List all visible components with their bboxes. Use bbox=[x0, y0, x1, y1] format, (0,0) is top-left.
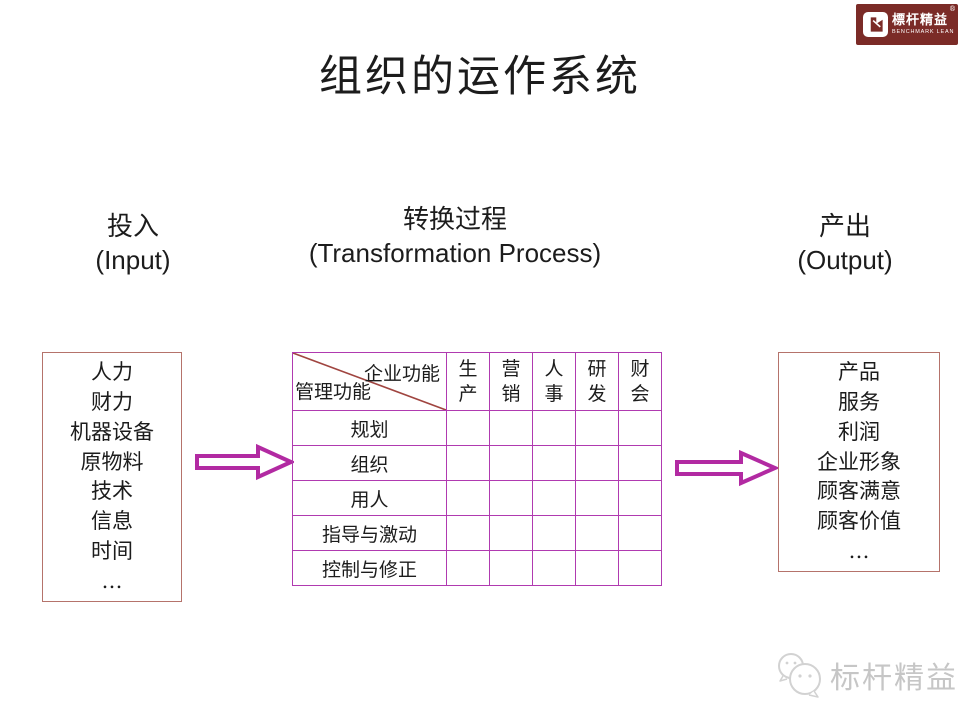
section-header-process: 转换过程 (Transformation Process) bbox=[270, 203, 640, 270]
input-item: 技术 bbox=[91, 479, 133, 504]
output-header-en: (Output) bbox=[797, 245, 893, 275]
section-header-input: 投入 (Input) bbox=[48, 210, 218, 277]
matrix-col-header: 营销 bbox=[489, 352, 533, 411]
matrix-row: 指导与激动 bbox=[292, 515, 662, 551]
matrix-cell bbox=[446, 515, 490, 551]
matrix-cell bbox=[532, 550, 576, 586]
output-item: 利润 bbox=[838, 419, 880, 444]
matrix-row-header: 指导与激动 bbox=[292, 515, 447, 551]
matrix-cell bbox=[618, 515, 662, 551]
logo-chinese-name: 標杆精益 bbox=[892, 12, 949, 28]
corner-label-enterprise-function: 企业功能 bbox=[363, 363, 440, 385]
section-header-output: 产出 (Output) bbox=[760, 210, 930, 277]
input-item: 时间 bbox=[91, 539, 133, 564]
input-header-cn: 投入 bbox=[106, 212, 159, 242]
input-item: 人力 bbox=[91, 359, 133, 384]
matrix-row: 控制与修正 bbox=[292, 550, 662, 586]
logo-text-block: 標杆精益 BENCHMARK LEAN bbox=[892, 14, 954, 36]
matrix-corner-cell: 企业功能 管理功能 bbox=[292, 352, 447, 411]
matrix-row-header: 规划 bbox=[292, 410, 447, 446]
watermark-text: 标杆精益 bbox=[830, 661, 958, 696]
output-item: 产品 bbox=[838, 359, 880, 384]
output-item: 顾客价值 bbox=[817, 509, 901, 534]
matrix-cell bbox=[618, 480, 662, 516]
matrix-cell bbox=[532, 480, 576, 516]
matrix-cell bbox=[618, 445, 662, 481]
matrix-col-header: 生产 bbox=[446, 352, 490, 411]
matrix-cell bbox=[532, 515, 576, 551]
matrix-cell bbox=[575, 445, 619, 481]
input-item: 机器设备 bbox=[70, 419, 154, 444]
input-item: 原物料 bbox=[80, 449, 144, 474]
matrix-row: 组织 bbox=[292, 445, 662, 481]
output-items-box: 产品 服务 利润 企业形象 顾客满意 顾客价值 … bbox=[778, 352, 940, 572]
matrix-cell bbox=[532, 445, 576, 481]
output-header-cn: 产出 bbox=[818, 212, 871, 242]
matrix-col-header: 人事 bbox=[532, 352, 576, 411]
matrix-cell bbox=[446, 550, 490, 586]
matrix-row-header: 用人 bbox=[292, 480, 447, 516]
matrix-cell bbox=[446, 445, 490, 481]
matrix-header-row: 企业功能 管理功能 生产 营销 人事 研发 财会 bbox=[292, 352, 662, 411]
matrix-cell bbox=[575, 410, 619, 446]
matrix-col-header: 财会 bbox=[618, 352, 662, 411]
matrix-cell bbox=[489, 515, 533, 551]
input-item-ellipsis: … bbox=[101, 569, 123, 593]
matrix-row: 用人 bbox=[292, 480, 662, 516]
logo-english-name: BENCHMARK LEAN bbox=[892, 28, 955, 35]
diagonal-divider bbox=[293, 353, 446, 410]
matrix-cell bbox=[489, 480, 533, 516]
input-item: 财力 bbox=[91, 389, 133, 414]
flow-arrow-process-to-output bbox=[675, 449, 778, 487]
input-item: 信息 bbox=[91, 509, 133, 534]
process-header-cn: 转换过程 bbox=[402, 205, 507, 235]
benchmark-lean-logo: 標杆精益 BENCHMARK LEAN ® bbox=[856, 4, 958, 45]
matrix-cell bbox=[446, 480, 490, 516]
matrix-cell bbox=[446, 410, 490, 446]
matrix-col-header: 研发 bbox=[575, 352, 619, 411]
logo-badge-icon bbox=[863, 12, 888, 37]
output-item: 顾客满意 bbox=[817, 479, 901, 504]
matrix-cell bbox=[575, 515, 619, 551]
function-matrix: 企业功能 管理功能 生产 营销 人事 研发 财会 规划 组织 用人 指导与激动 … bbox=[292, 352, 662, 586]
process-header-en: (Transformation Process) bbox=[308, 238, 602, 268]
output-item-ellipsis: … bbox=[848, 539, 870, 564]
watermark: 标杆精益 bbox=[774, 648, 958, 702]
matrix-cell bbox=[618, 410, 662, 446]
input-header-en: (Input) bbox=[95, 245, 171, 275]
flow-arrow-input-to-process bbox=[195, 443, 294, 481]
output-item: 企业形象 bbox=[817, 449, 901, 474]
matrix-cell bbox=[532, 410, 576, 446]
matrix-cell bbox=[575, 550, 619, 586]
matrix-cell bbox=[489, 445, 533, 481]
matrix-row-header: 控制与修正 bbox=[292, 550, 447, 586]
output-item: 服务 bbox=[838, 389, 880, 414]
matrix-cell bbox=[618, 550, 662, 586]
matrix-row-header: 组织 bbox=[292, 445, 447, 481]
matrix-row: 规划 bbox=[292, 410, 662, 446]
matrix-cell bbox=[489, 550, 533, 586]
logo-glyph-icon bbox=[870, 17, 883, 32]
matrix-cell bbox=[489, 410, 533, 446]
wechat-bubbles-icon bbox=[778, 653, 821, 698]
registered-trademark-mark: ® bbox=[949, 5, 956, 13]
matrix-cell bbox=[575, 480, 619, 516]
page-title: 组织的运作系统 bbox=[319, 52, 641, 102]
corner-label-management-function: 管理功能 bbox=[295, 381, 372, 403]
input-items-box: 人力 财力 机器设备 原物料 技术 信息 时间 … bbox=[42, 352, 182, 602]
